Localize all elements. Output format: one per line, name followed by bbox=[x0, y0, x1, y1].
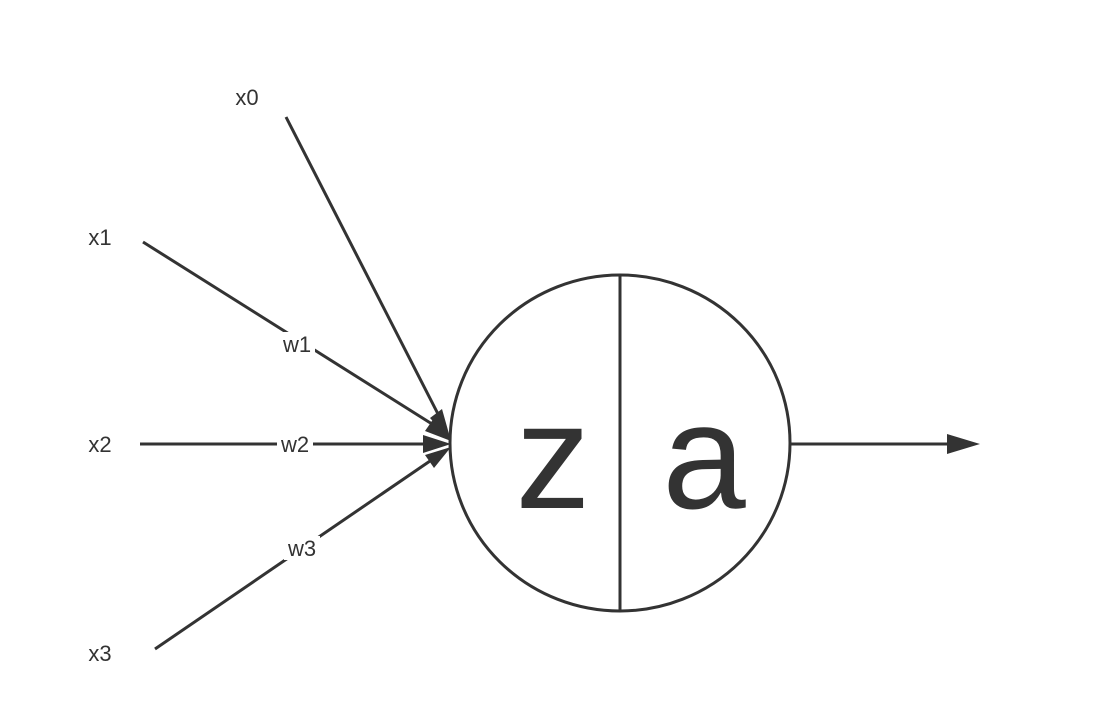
neuron-z-label: z bbox=[516, 372, 591, 540]
input-label-x3: x3 bbox=[88, 641, 111, 666]
weight-label-w1: w1 bbox=[282, 332, 311, 357]
neuron-a-label: a bbox=[662, 372, 746, 540]
weight-label-w1-bg bbox=[279, 332, 315, 356]
input-label-x2: x2 bbox=[88, 432, 111, 457]
edge-x0 bbox=[284, 116, 440, 415]
weight-label-w2-bg bbox=[277, 432, 313, 456]
arrowhead-x3 bbox=[425, 447, 451, 468]
arrowhead-x2 bbox=[423, 435, 451, 453]
weight-label-w3: w3 bbox=[287, 536, 316, 561]
input-label-x0: x0 bbox=[235, 85, 258, 110]
weight-label-w2: w2 bbox=[280, 432, 309, 457]
weight-label-w3-bg bbox=[284, 536, 320, 560]
output-arrowhead bbox=[947, 434, 980, 454]
arrowhead-x0 bbox=[430, 409, 451, 441]
arrowhead-x1 bbox=[425, 418, 451, 441]
input-label-x1: x1 bbox=[88, 225, 111, 250]
